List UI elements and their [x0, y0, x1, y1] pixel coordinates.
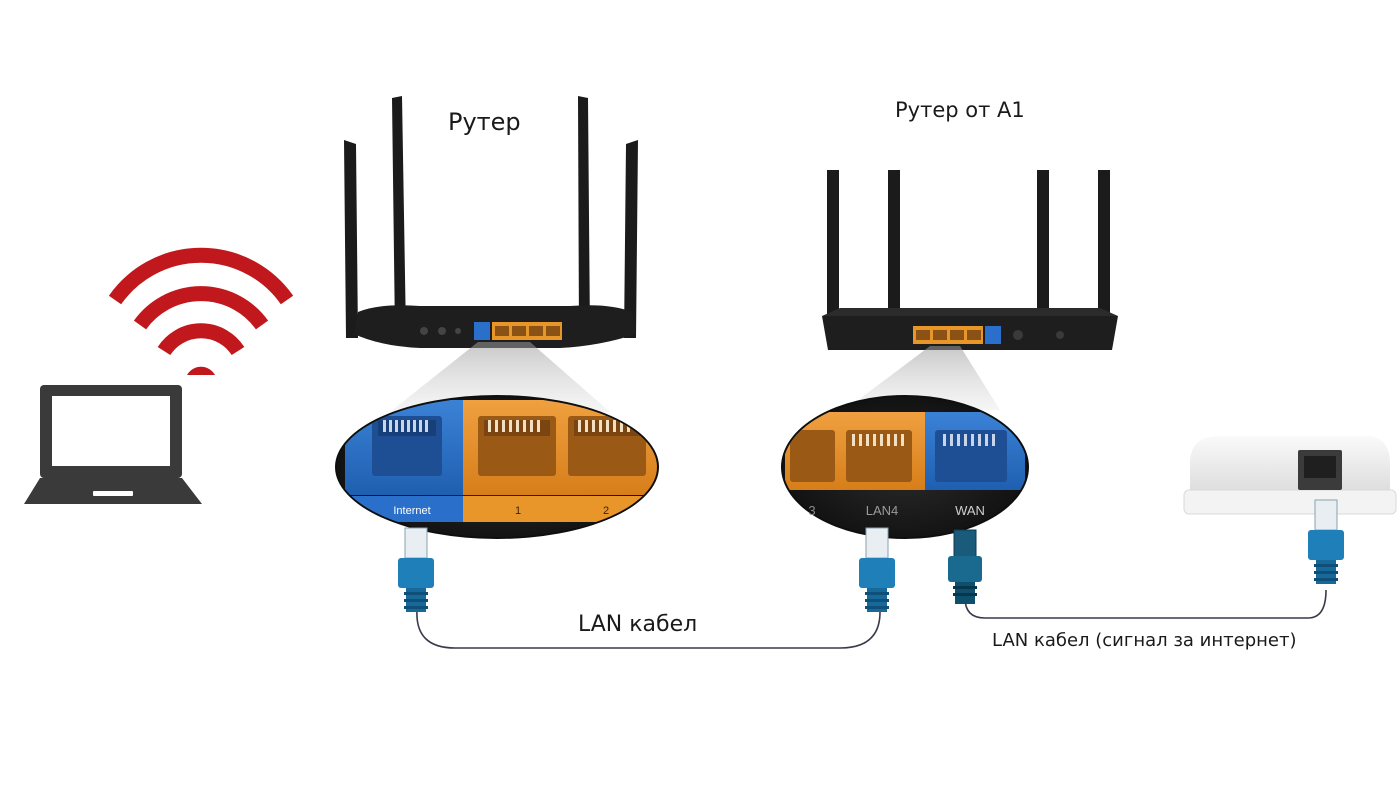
lan-ports	[492, 322, 562, 340]
rj45-connector	[859, 527, 895, 612]
antenna	[827, 170, 839, 320]
antenna	[578, 96, 590, 335]
wan-port	[985, 326, 1001, 344]
rj45-connector	[398, 527, 434, 612]
button	[438, 327, 446, 335]
port-label-lan4: LAN4	[866, 503, 899, 518]
button	[1013, 330, 1023, 340]
antenna	[1098, 170, 1110, 320]
antenna	[392, 96, 406, 335]
zoom-lens-left: Internet 1 2	[335, 395, 659, 539]
antenna	[344, 140, 358, 338]
internet-cable-label: LAN кабел (сигнал за интернет)	[992, 630, 1297, 651]
rj45-connector	[948, 529, 982, 604]
wan-port	[474, 322, 490, 340]
port-label-1: 1	[515, 505, 521, 517]
port-label-internet: Internet	[393, 505, 430, 517]
router-label: Рутер	[448, 108, 521, 136]
antenna	[1037, 170, 1049, 320]
zoom-cone	[845, 346, 1000, 410]
antenna	[624, 140, 638, 338]
port-label-wan: WAN	[955, 503, 985, 518]
button	[455, 328, 461, 334]
wall-socket-icon	[1183, 436, 1397, 515]
laptop-icon	[24, 385, 202, 504]
lan-cable-2	[964, 589, 1327, 619]
rj45-connector	[1308, 499, 1344, 584]
zoom-lens-right: 3 LAN4 WAN	[781, 395, 1029, 539]
wifi-arc-middle	[133, 286, 269, 330]
port-label-lan3: 3	[808, 503, 815, 518]
router-left	[344, 96, 638, 348]
power-port	[1056, 331, 1064, 339]
power-port	[420, 327, 428, 335]
lan-cable-label: LAN кабел	[578, 612, 698, 637]
lan-cable-1	[416, 609, 881, 649]
port-label-2: 2	[603, 505, 609, 517]
zoom-cone	[390, 342, 610, 412]
wifi-arc-inner	[157, 323, 245, 356]
router-right	[822, 170, 1118, 350]
a1-router-label: Рутер от А1	[895, 98, 1025, 122]
wifi-icon	[108, 247, 294, 375]
antenna	[888, 170, 900, 320]
wifi-dot	[187, 366, 215, 375]
lan-ports	[913, 326, 983, 344]
wifi-arc-outer	[108, 247, 294, 305]
